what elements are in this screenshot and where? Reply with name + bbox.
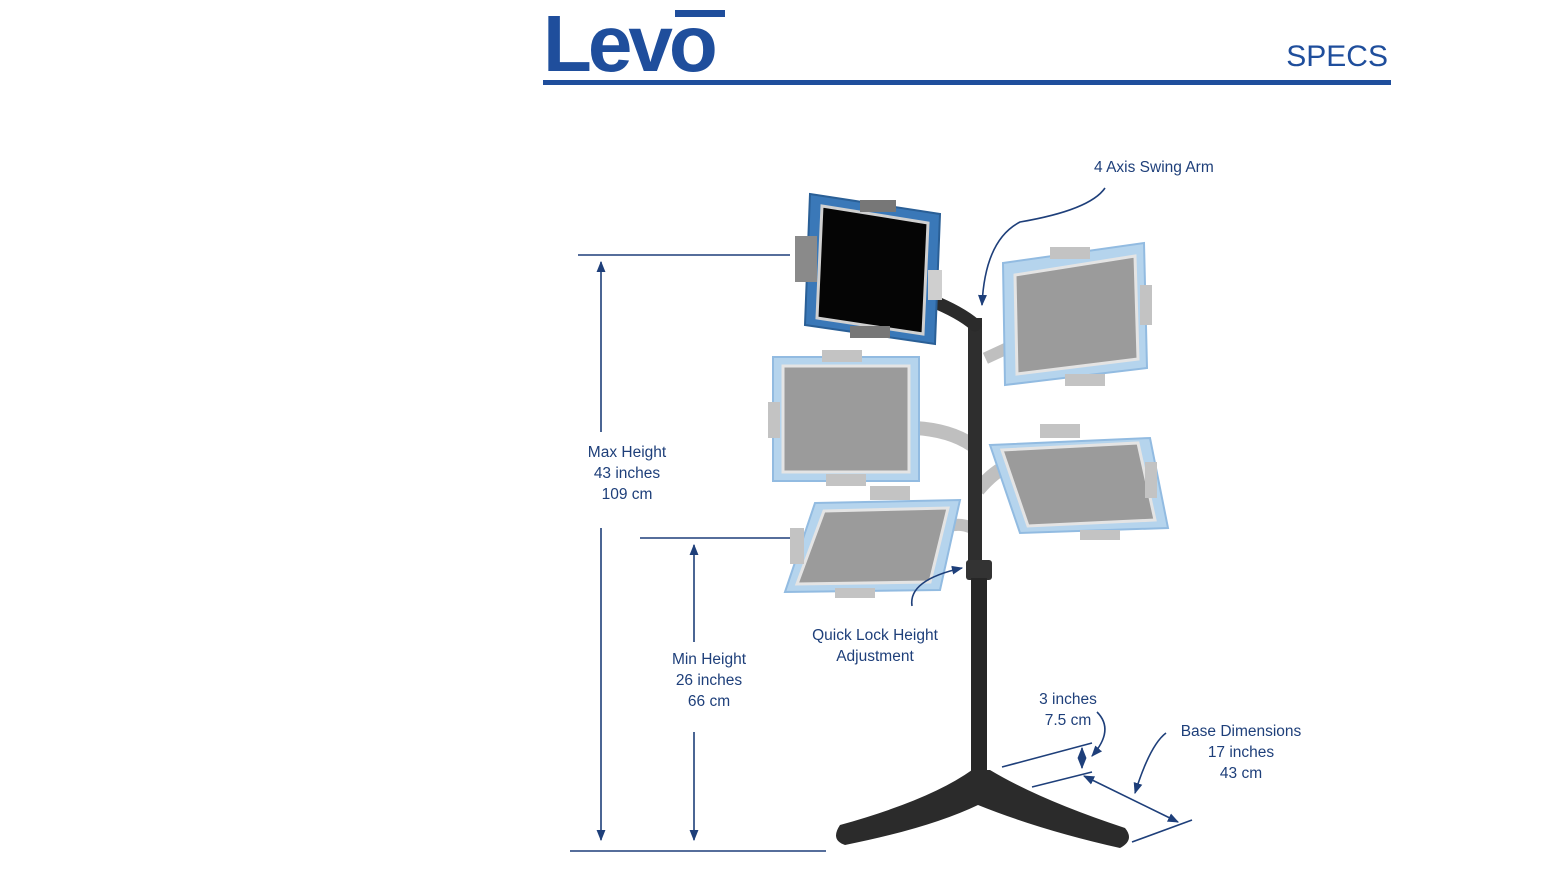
swing-arm-label: 4 Axis Swing Arm: [1094, 159, 1214, 176]
tablet-active: [795, 192, 942, 346]
header-divider: [543, 80, 1391, 85]
base-leader: [1133, 732, 1167, 795]
stand-base: [836, 770, 1129, 848]
base-dimensions-label: Base Dimensions 17 inches 43 cm: [1180, 723, 1302, 782]
quick-lock-label: Quick Lock Height Adjustment: [812, 627, 938, 665]
page-title: SPECS: [1286, 40, 1388, 73]
tablet-ghost-middle-left: [768, 350, 976, 486]
min-height-label: Min Height 26 inches 66 cm: [671, 651, 747, 710]
max-height-dimension: [578, 254, 790, 842]
swing-arm-leader: [977, 187, 1106, 307]
pole-offset-leader: [1091, 711, 1106, 757]
stand-pole: [966, 318, 992, 773]
pole-offset-label: 3 inches 7.5 cm: [1039, 691, 1097, 729]
min-height-dimension: [640, 537, 790, 842]
base-dimension-lines: [1001, 742, 1193, 843]
max-height-label: Max Height 43 inches 109 cm: [587, 444, 667, 503]
logo-macron: [675, 10, 725, 17]
tablet-ghost-upper-right: [982, 241, 1152, 387]
quick-lock-leader: [911, 565, 964, 607]
tablet-ghost-middle-right: [972, 424, 1170, 540]
tablet-ghost-lower-left: [783, 486, 975, 598]
